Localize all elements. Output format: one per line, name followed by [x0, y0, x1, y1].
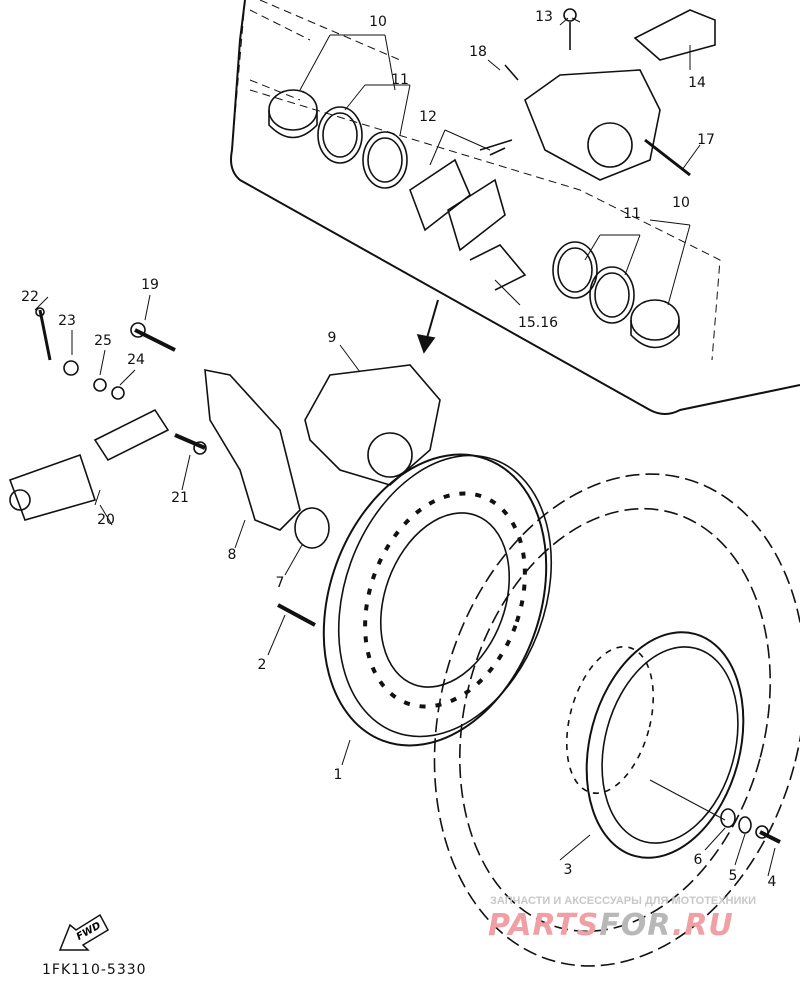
watermark-logo-for: FOR — [599, 908, 672, 943]
watermark-logo: PARTSFOR.RU — [488, 910, 734, 942]
watermark-tagline: ЗАПЧАСТИ И АКСЕССУАРЫ ДЛЯ МОТОТЕХНИКИ — [490, 895, 757, 907]
callout-7: 7 — [275, 575, 285, 591]
callout-11: 11 — [391, 72, 409, 88]
callout-11b: 11 — [623, 206, 641, 222]
callout-15-16: 15.16 — [517, 315, 559, 331]
callout-14: 14 — [688, 75, 706, 91]
callout-2: 2 — [257, 657, 267, 673]
callout-22: 22 — [21, 289, 39, 305]
callout-25: 25 — [94, 333, 112, 349]
callout-10: 10 — [369, 14, 387, 30]
callout-12: 12 — [419, 109, 437, 125]
callout-19: 19 — [141, 277, 159, 293]
callout-20: 20 — [97, 512, 115, 528]
callout-13: 13 — [535, 9, 553, 25]
callout-8: 8 — [227, 547, 237, 563]
callout-10b: 10 — [672, 195, 690, 211]
callout-3: 3 — [563, 862, 573, 878]
callout-4: 4 — [767, 874, 777, 890]
callout-9: 9 — [327, 330, 337, 346]
callout-18: 18 — [469, 44, 487, 60]
callout-17: 17 — [697, 132, 715, 148]
diagram-part-number: 1FK110-5330 — [42, 962, 147, 978]
callout-6: 6 — [693, 852, 703, 868]
callout-21: 21 — [171, 490, 189, 506]
callout-5: 5 — [728, 868, 738, 884]
callout-24: 24 — [127, 352, 145, 368]
callout-1: 1 — [333, 767, 343, 783]
callout-23: 23 — [58, 313, 76, 329]
watermark-logo-ru: .RU — [671, 908, 734, 943]
watermark-logo-parts: PARTS — [488, 908, 600, 943]
